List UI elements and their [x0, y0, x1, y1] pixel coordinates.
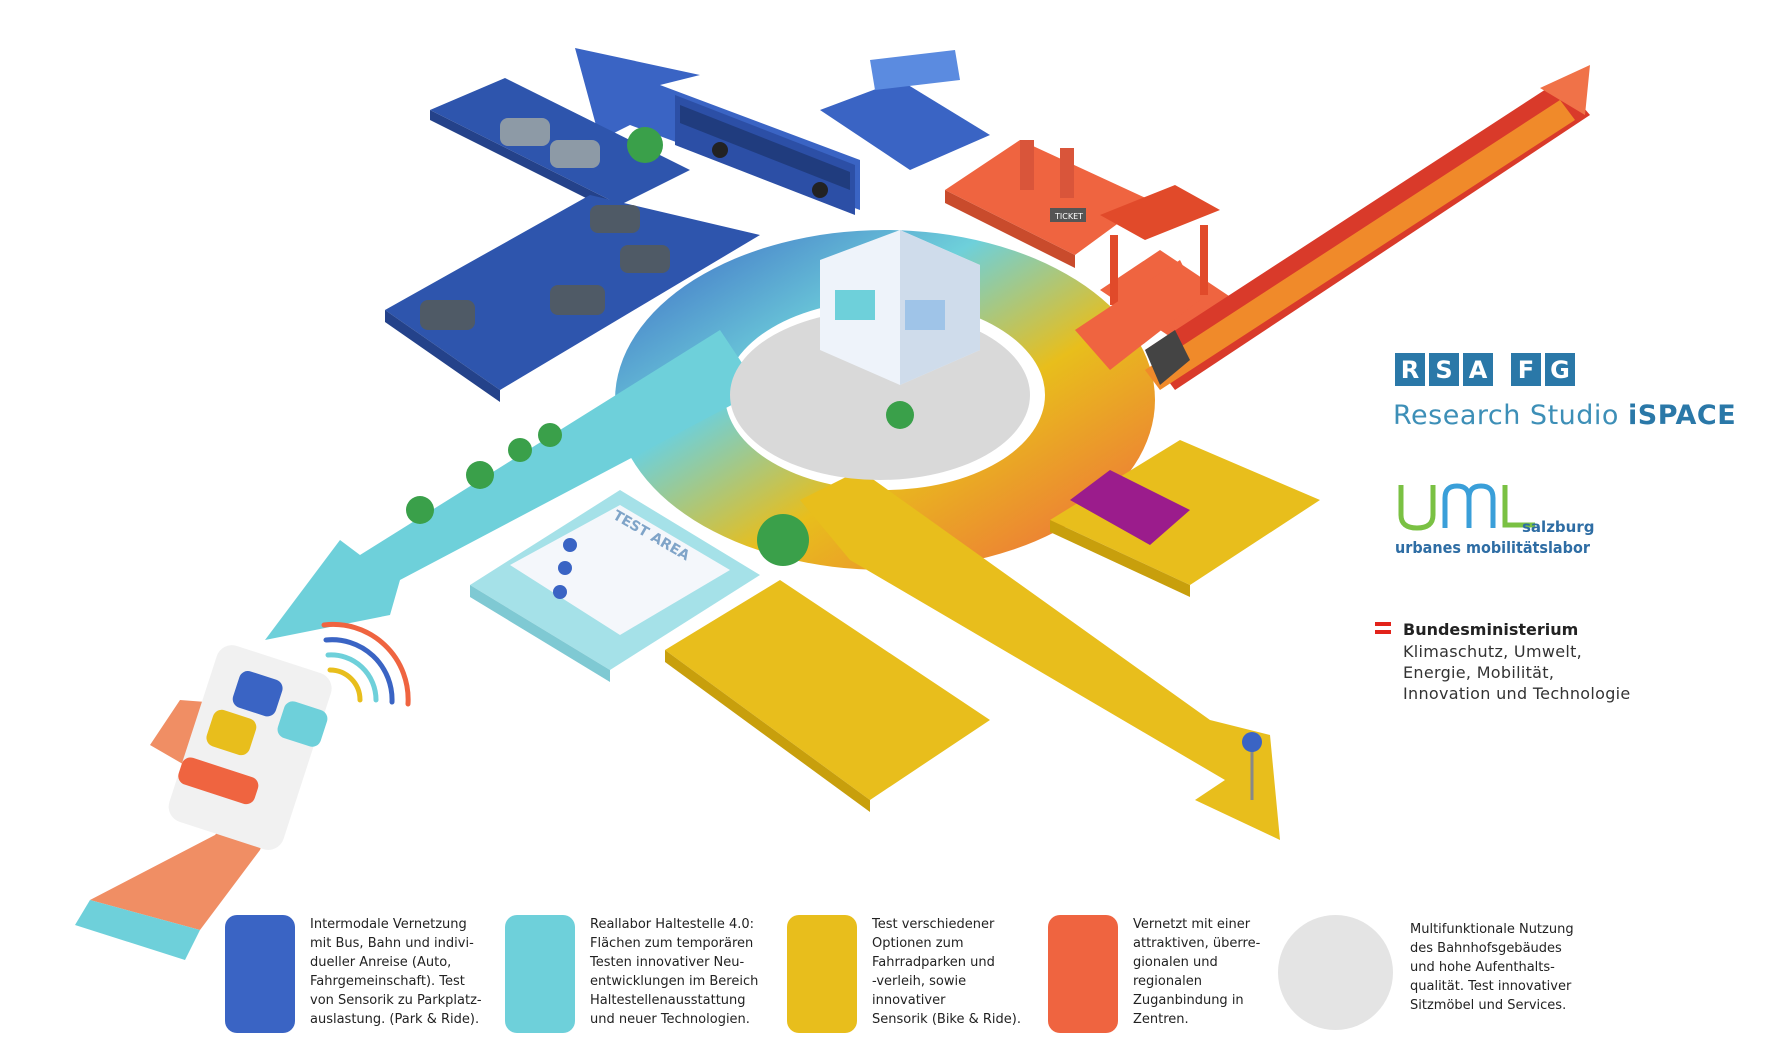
ticket-platform: TICKET — [945, 140, 1150, 268]
legend-text: Test verschiedener Optionen zum Fahrradp… — [872, 917, 1021, 1027]
ministry-line: Energie, Mobilität, — [1403, 663, 1555, 682]
bike-rental-platform — [665, 580, 990, 812]
ticket-label: TICKET — [1054, 212, 1083, 221]
trees — [406, 127, 914, 566]
studio-bold: iSPACE — [1628, 400, 1737, 431]
cars — [420, 118, 670, 330]
orange-road — [1075, 260, 1200, 370]
test-area-platform: TEST AREA — [470, 490, 760, 682]
bus — [675, 95, 855, 215]
yellow-arrow — [800, 470, 1280, 840]
legend-text: Reallabor Haltestelle 4.0: Flächen zum t… — [590, 917, 759, 1027]
station-plaza — [730, 230, 1030, 480]
legend-swatch-blue — [225, 915, 295, 1033]
uml-subtitle: urbanes mobilitätslabor — [1395, 538, 1590, 557]
wireless-signal-icon — [321, 621, 411, 707]
bus-stop-platform — [820, 50, 990, 170]
hand-with-phone — [75, 645, 332, 960]
rsa-letter: S — [1429, 353, 1459, 386]
ministry-title: Bundesministerium — [1403, 620, 1579, 639]
ministry-line: Klimaschutz, Umwelt, — [1403, 642, 1583, 661]
rsa-fg-logo: R S A F G — [1395, 353, 1575, 386]
studio-prefix: Research Studio — [1393, 400, 1629, 431]
ministry-line: Innovation und Technologie — [1403, 684, 1631, 703]
legend-swatch-yellow — [787, 915, 857, 1033]
uml-city: salzburg — [1522, 518, 1595, 536]
rsa-letter: A — [1463, 353, 1493, 386]
research-studio-title: Research Studio iSPACE — [1393, 400, 1736, 431]
legend-swatch-orange — [1048, 915, 1118, 1033]
cyan-arrow — [265, 330, 760, 640]
legend-swatch-grey — [1278, 915, 1393, 1030]
legend-text: Intermodale Vernetzung mit Bus, Bahn und… — [310, 917, 482, 1027]
bike-parking-platform — [1050, 440, 1320, 597]
rsa-letter: F — [1511, 353, 1541, 386]
rsa-letter: G — [1545, 353, 1575, 386]
bike-lane-sign-icon — [1242, 732, 1262, 800]
train — [1145, 65, 1590, 390]
legend-text: Multifunktionale Nutzung des Bahnhofsgeb… — [1410, 922, 1574, 1013]
austrian-flag-icon — [1375, 622, 1391, 634]
legend-text: Vernetzt mit einer attraktiven, überre- … — [1133, 917, 1261, 1027]
legend-swatch-cyan — [505, 915, 575, 1033]
uml-logo — [1398, 483, 1535, 531]
rsa-letter: R — [1395, 353, 1425, 386]
